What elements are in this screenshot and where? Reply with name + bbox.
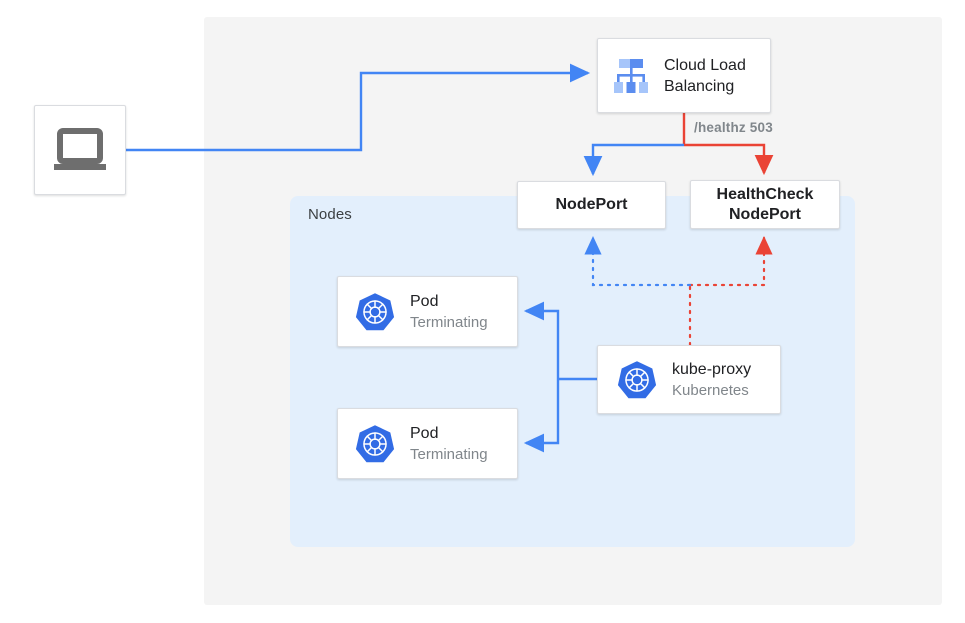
pod-node-1[interactable]: Pod Terminating (337, 276, 518, 347)
kubernetes-icon (354, 423, 410, 465)
healthcheck-nodeport-label-line2: NodePort (728, 205, 801, 223)
cloud-load-balancing-title-line2: Balancing (664, 77, 735, 95)
pod-node-1-subtitle: Terminating (410, 313, 488, 331)
pod-node-1-title: Pod (410, 292, 439, 310)
kube-proxy-title: kube-proxy (672, 360, 752, 378)
healthz-edge-label: /healthz 503 (694, 120, 773, 135)
kube-proxy-subtitle: Kubernetes (672, 381, 749, 399)
laptop-icon (52, 127, 108, 173)
nodeport-label: NodePort (555, 196, 628, 213)
kube-proxy-node[interactable]: kube-proxy Kubernetes (597, 345, 781, 414)
cloud-load-balancing-icon (610, 55, 664, 97)
kube-proxy-text: kube-proxy Kubernetes (672, 359, 751, 401)
pod-node-2-title: Pod (410, 424, 439, 442)
pod-node-2-text: Pod Terminating (410, 423, 488, 465)
client-node[interactable] (34, 105, 126, 195)
nodes-panel-label: Nodes (308, 206, 352, 223)
pod-node-2[interactable]: Pod Terminating (337, 408, 518, 479)
cloud-load-balancing-node[interactable]: Cloud Load Balancing (597, 38, 771, 113)
kubernetes-icon (354, 291, 410, 333)
kubernetes-icon (616, 359, 672, 401)
nodeport-node[interactable]: NodePort (517, 181, 666, 229)
healthcheck-nodeport-node[interactable]: HealthCheck NodePort (690, 180, 840, 229)
pod-node-2-subtitle: Terminating (410, 445, 488, 463)
cloud-load-balancing-title: Cloud Load (664, 56, 746, 74)
pod-node-1-text: Pod Terminating (410, 291, 488, 333)
healthcheck-nodeport-text: HealthCheck NodePort (717, 185, 814, 225)
healthcheck-nodeport-label: HealthCheck (716, 185, 814, 203)
cloud-load-balancing-text: Cloud Load Balancing (664, 55, 746, 97)
